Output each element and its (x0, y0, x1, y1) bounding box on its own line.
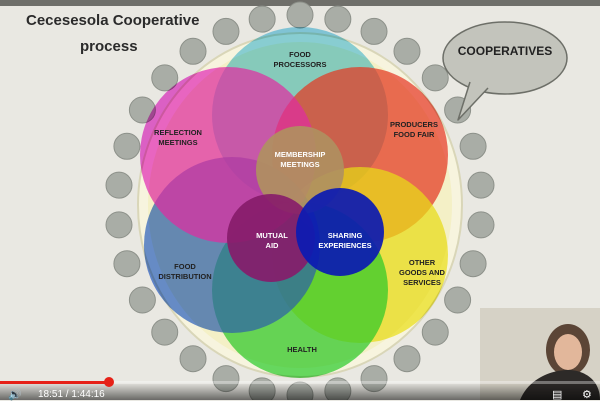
outer-dot (105, 171, 133, 199)
progress-fill (0, 381, 109, 384)
outer-dot (467, 211, 495, 239)
scrubber-handle[interactable] (103, 377, 114, 387)
outer-dot (179, 345, 207, 373)
captions-icon[interactable]: ▤ (552, 389, 563, 401)
outer-dot (459, 132, 487, 160)
circle-sharing-experiences (296, 188, 384, 276)
cooperatives-callout: COOPERATIVES (457, 44, 553, 58)
outer-dot (151, 64, 179, 92)
outer-dot (393, 345, 421, 373)
outer-dot (393, 37, 421, 65)
outer-dot (248, 5, 276, 33)
label-food-processors: FOOD PROCESSORS (273, 50, 327, 69)
outer-dot (444, 286, 472, 314)
slide-title-line2: process (80, 38, 138, 55)
outer-dot (421, 318, 449, 346)
label-food-distribution: FOOD DISTRIBUTION (158, 262, 212, 281)
outer-dot (467, 171, 495, 199)
outer-dot (360, 17, 388, 45)
outer-dot (128, 286, 156, 314)
outer-dot (421, 64, 449, 92)
label-reflection-meetings: REFLECTION MEETINGS (154, 128, 202, 147)
label-mutual-aid: MUTUAL AID (256, 231, 288, 250)
circle-mutual-aid (227, 194, 315, 282)
callout-bubble (442, 21, 568, 121)
slide-title: Cecesesola Cooperative (26, 12, 200, 29)
player-controls (0, 382, 600, 400)
outer-dot (113, 132, 141, 160)
outer-dot (286, 1, 314, 29)
volume-icon[interactable]: 🔊 (8, 389, 22, 401)
outer-dot (151, 318, 179, 346)
progress-track[interactable] (0, 381, 600, 384)
outer-dot (113, 250, 141, 278)
label-health: HEALTH (287, 345, 317, 354)
label-producers-food-fair: PRODUCERS FOOD FAIR (390, 120, 438, 139)
label-sharing-experiences: SHARING EXPERIENCES (318, 231, 372, 250)
outer-dot (179, 37, 207, 65)
label-membership-meetings: MEMBERSHIP MEETINGS (274, 150, 326, 169)
outer-dot (459, 250, 487, 278)
outer-dot (212, 17, 240, 45)
outer-dot (105, 211, 133, 239)
settings-gear-icon[interactable]: ⚙ (582, 389, 592, 401)
time-display: 18:51 / 1:44:16 (38, 389, 105, 400)
outer-dot (324, 5, 352, 33)
label-other-goods: OTHER GOODS AND SERVICES (399, 258, 445, 287)
